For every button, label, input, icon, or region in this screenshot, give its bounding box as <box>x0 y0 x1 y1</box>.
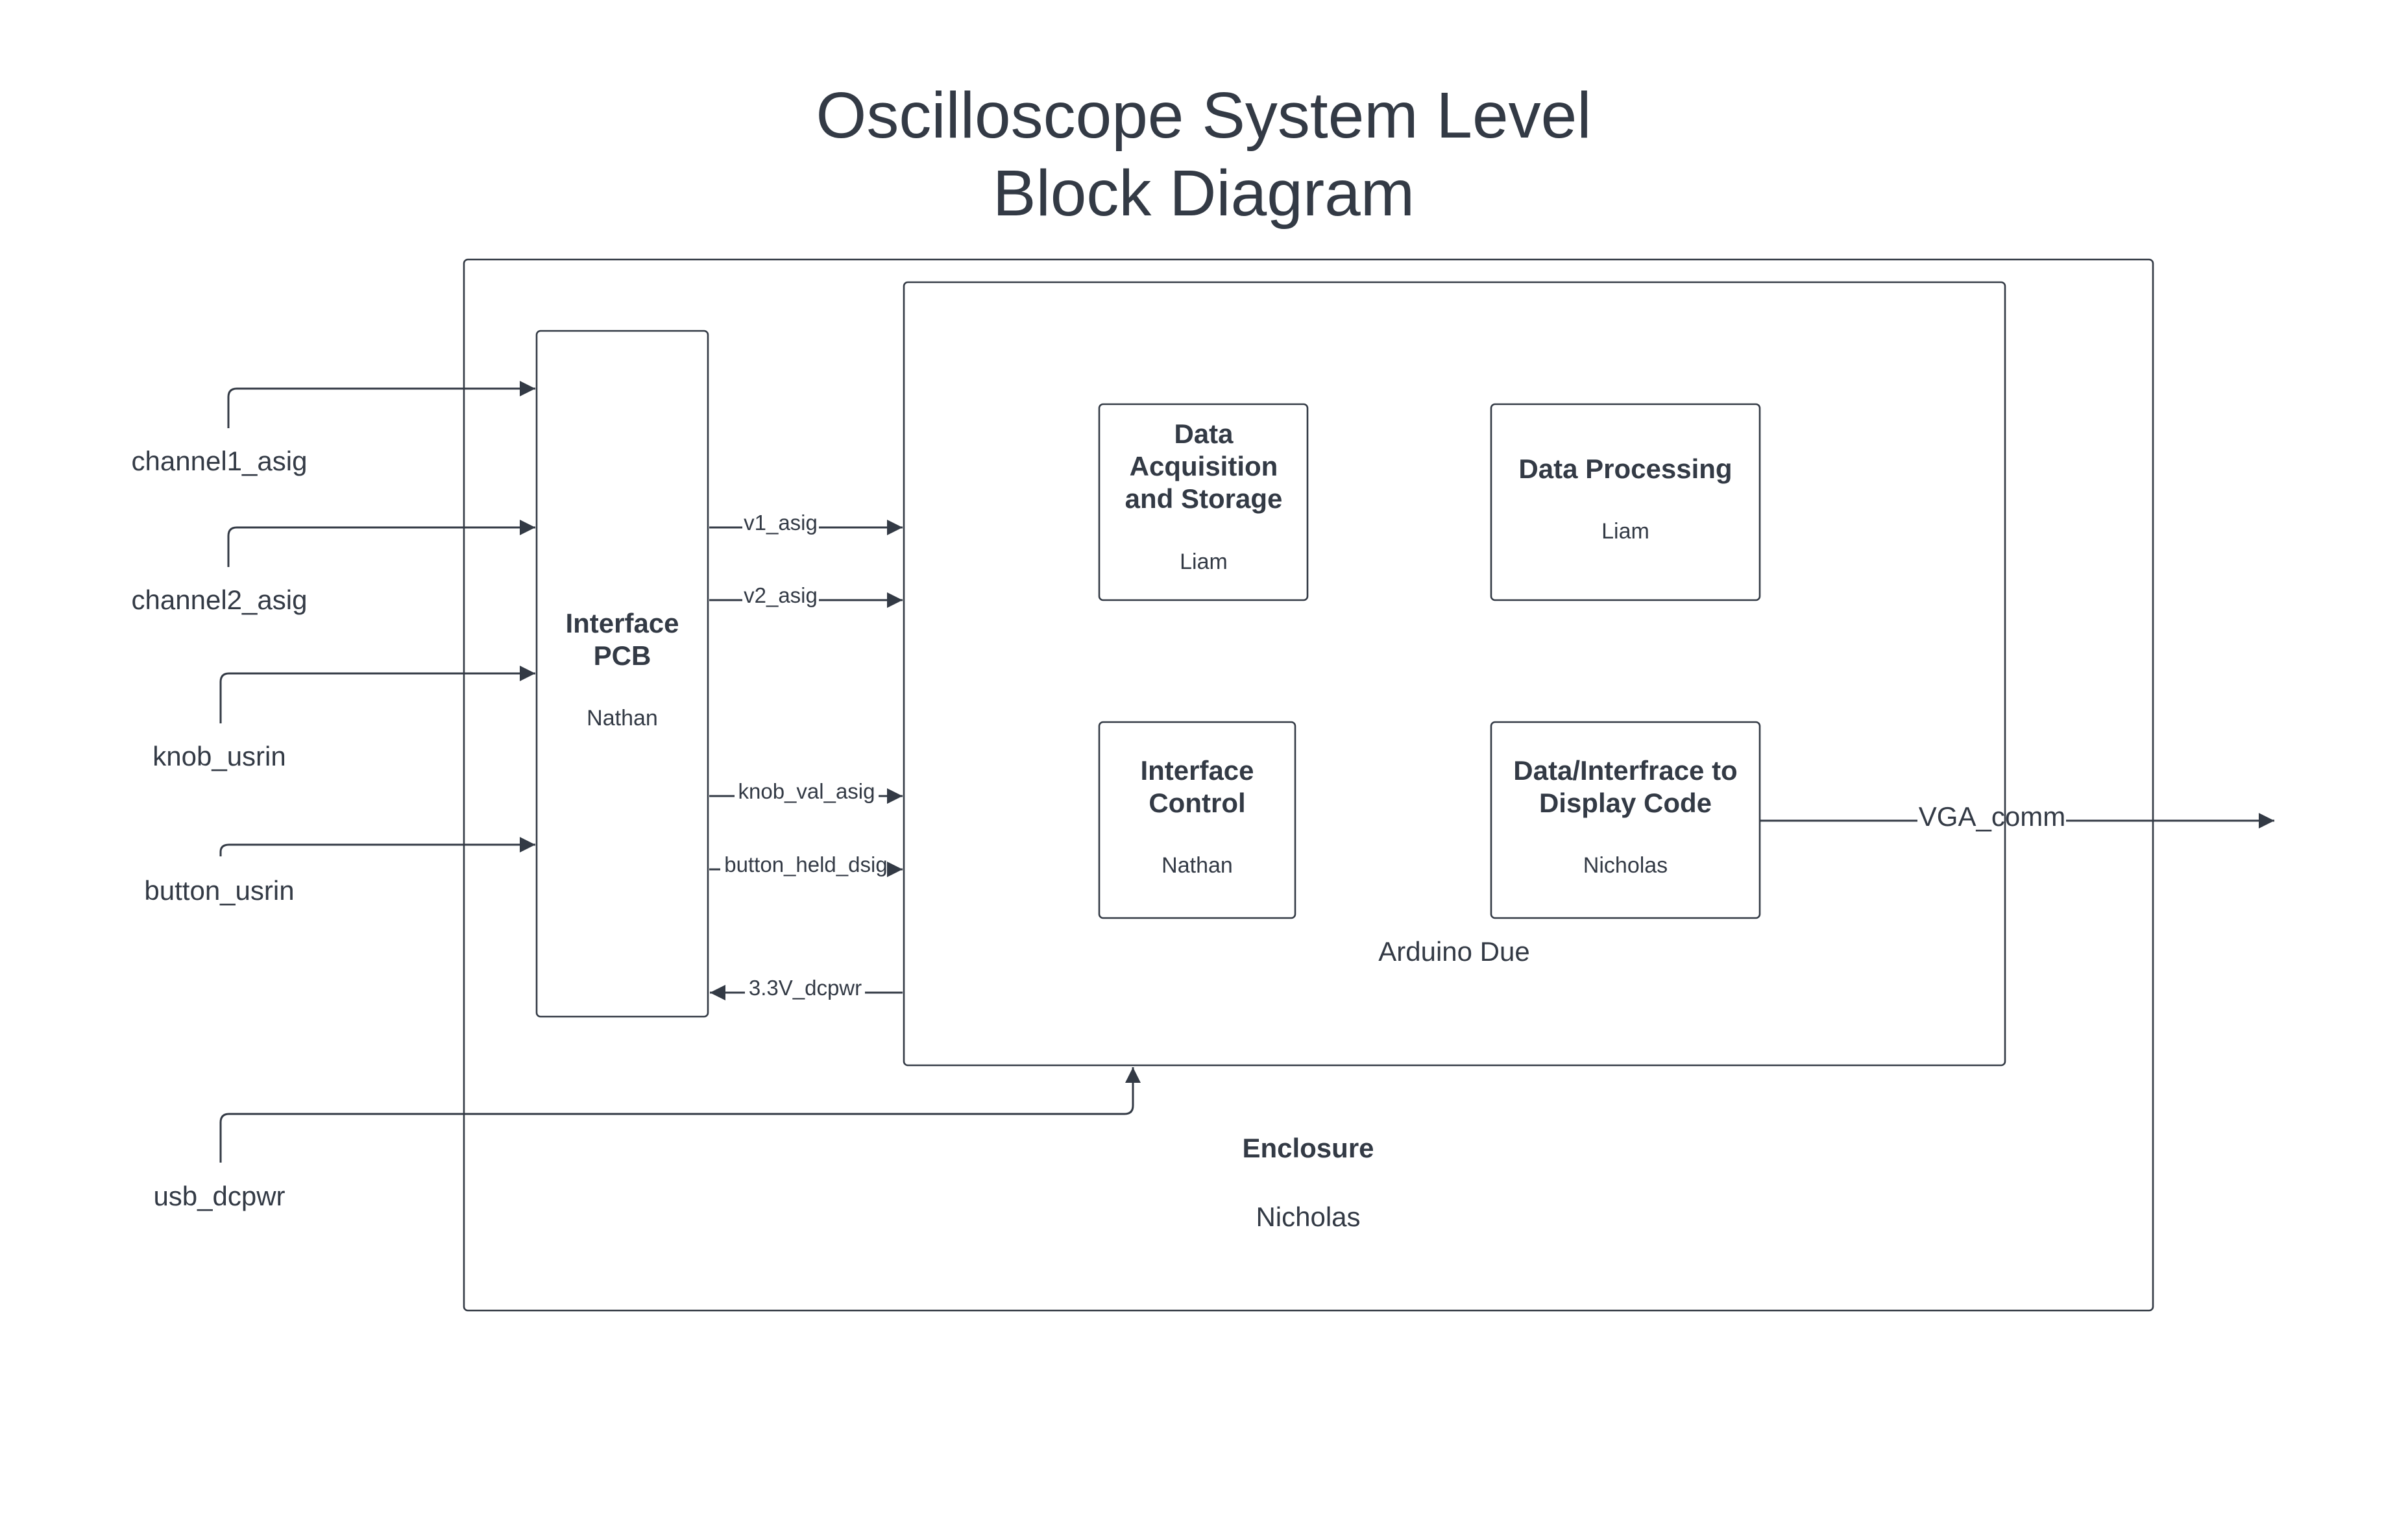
interface-pcb-title-line2: PCB <box>594 640 651 671</box>
usb-input-label: usb_dcpwr <box>153 1181 285 1211</box>
knob-wire <box>219 666 535 723</box>
channel2-input-label: channel2_asig <box>132 585 308 615</box>
diagram-title-line1: Oscilloscope System Level <box>816 79 1592 152</box>
data-processing-title: Data Processing <box>1518 453 1732 484</box>
enclosure-box <box>463 258 2154 1312</box>
usb-wire <box>219 1067 1141 1163</box>
enclosure-label: Enclosure <box>1242 1133 1374 1163</box>
signal-v1-label: v1_asig <box>744 511 818 535</box>
data-acquisition-box <box>1098 403 1309 601</box>
vga-output: VGA_comm <box>1760 801 2274 832</box>
interface-pcb-owner: Nathan <box>587 706 658 731</box>
interface-pcb-box <box>535 330 709 1018</box>
interface-control-title-line2: Control <box>1149 788 1245 818</box>
signal-button-held-label: button_held_dsig <box>724 852 887 876</box>
display-code-title-line1: Data/Interfrace to <box>1513 755 1737 786</box>
signal-v2-label: v2_asig <box>744 583 818 607</box>
button-input-label: button_usrin <box>144 875 294 906</box>
data-processing-box <box>1490 403 1761 601</box>
arduino-due-label: Arduino Due <box>1378 936 1529 967</box>
interface-control-title-line1: Interface <box>1140 755 1254 786</box>
channel2-wire <box>227 520 535 567</box>
interface-control-box <box>1098 721 1296 919</box>
arduino-due-box <box>903 281 2006 1067</box>
channel1-wire <box>227 381 535 428</box>
display-code-owner: Nicholas <box>1583 853 1668 878</box>
signal-button-held: button_held_dsig <box>709 852 903 877</box>
data-processing-owner: Liam <box>1601 519 1649 544</box>
data-acquisition-owner: Liam <box>1180 550 1228 574</box>
display-code-box <box>1490 721 1761 919</box>
enclosure-owner: Nicholas <box>1256 1202 1360 1232</box>
interface-pcb-title-line1: Interface <box>565 608 679 638</box>
channel1-input-label: channel1_asig <box>132 446 308 476</box>
interface-control-owner: Nathan <box>1161 853 1233 878</box>
data-acquisition-title-line3: and Storage <box>1125 483 1283 514</box>
signal-v1: v1_asig <box>709 511 903 535</box>
data-acquisition-title-line1: Data <box>1174 418 1234 449</box>
data-acquisition-title-line2: Acquisition <box>1130 451 1278 481</box>
signal-power: 3.3V_dcpwr <box>710 976 903 1000</box>
diagram-title-line2: Block Diagram <box>993 157 1415 230</box>
signal-knob-val-label: knob_val_asig <box>738 779 875 803</box>
display-code-title-line2: Display Code <box>1539 788 1712 818</box>
signal-knob-val: knob_val_asig <box>709 779 903 804</box>
vga-output-label: VGA_comm <box>1919 801 2065 832</box>
signal-v2: v2_asig <box>709 583 903 608</box>
knob-input-label: knob_usrin <box>152 741 286 771</box>
signal-power-label: 3.3V_dcpwr <box>749 976 862 1000</box>
button-wire <box>219 837 535 856</box>
